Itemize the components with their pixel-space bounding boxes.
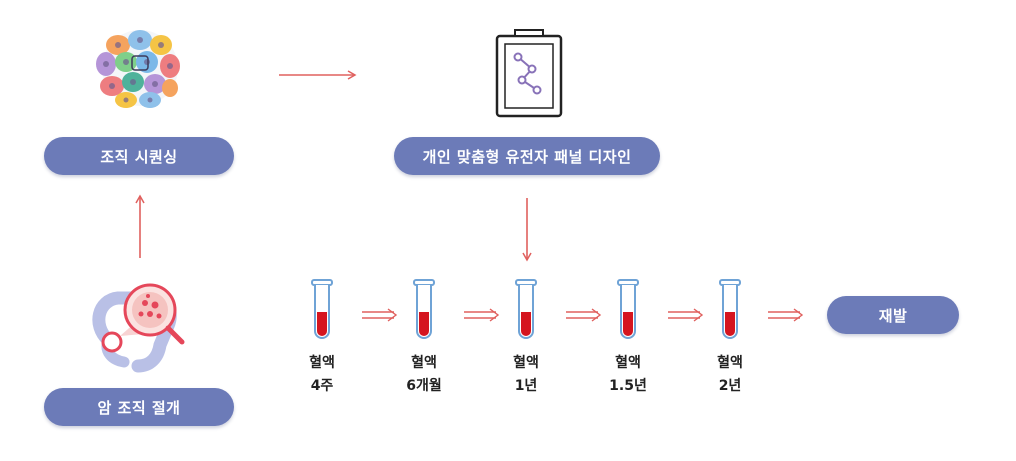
sample-label-5: 혈액 2년 <box>690 352 770 398</box>
sample-type: 혈액 <box>411 355 437 371</box>
sample-time: 6개월 <box>406 378 442 394</box>
clipboard-icon <box>495 29 563 118</box>
sample-label-4: 혈액 1.5년 <box>588 352 668 398</box>
timeline-arrow-4 <box>668 308 704 322</box>
sample-time: 4주 <box>310 378 334 394</box>
test-tube-icon <box>719 279 741 339</box>
colon-magnifier-icon <box>92 283 185 373</box>
timeline-arrow-1 <box>362 308 398 322</box>
sample-type: 혈액 <box>309 355 335 371</box>
test-tube-icon <box>311 279 333 339</box>
tumor-resection-node: 암 조직 절개 <box>44 388 234 426</box>
test-tube-icon <box>413 279 435 339</box>
sample-type: 혈액 <box>513 355 539 371</box>
timeline-arrows <box>362 308 804 322</box>
sample-label-3: 혈액 1년 <box>486 352 566 398</box>
relapse-node: 재발 <box>827 296 959 334</box>
sample-time: 1.5년 <box>609 378 647 394</box>
cell-cluster-icon <box>96 30 180 108</box>
timeline-arrow-3 <box>566 308 602 322</box>
test-tube-icon <box>617 279 639 339</box>
timeline-arrow-2 <box>464 308 500 322</box>
sample-label-1: 혈액 4주 <box>282 352 362 398</box>
sample-type: 혈액 <box>615 355 641 371</box>
timeline-arrow-5 <box>768 308 804 322</box>
sample-label-2: 혈액 6개월 <box>384 352 464 398</box>
tissue-sequencing-node: 조직 시퀀싱 <box>44 137 234 175</box>
sample-time: 1년 <box>514 378 538 394</box>
panel-design-node: 개인 맞춤형 유전자 패널 디자인 <box>394 137 660 175</box>
test-tube-icon <box>515 279 537 339</box>
sample-type: 혈액 <box>717 355 743 371</box>
sample-time: 2년 <box>718 378 742 394</box>
